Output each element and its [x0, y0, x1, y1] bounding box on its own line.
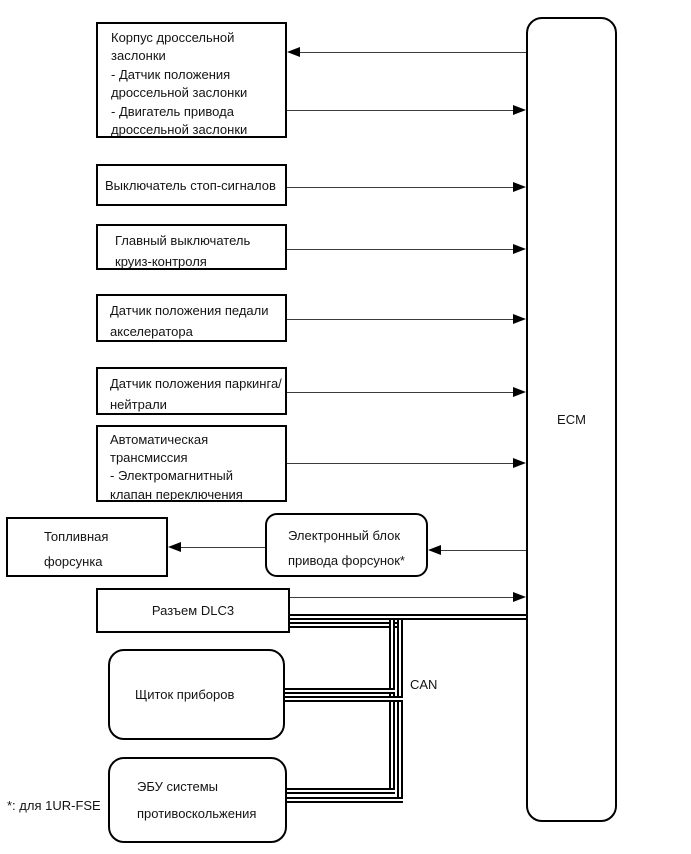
fuel-injector-box: Топливная форсунка: [6, 517, 168, 577]
accel-pedal-sensor-box: Датчик положения педали акселератора: [96, 294, 287, 342]
cruise-switch-box: Главный выключатель круиз-контроля: [96, 224, 287, 270]
box-line: дроссельной заслонки: [111, 122, 248, 138]
line-ecm-to-throttle: [300, 52, 526, 53]
line-cruise-to-ecm: [287, 249, 513, 250]
line-throttle-to-ecm: [287, 110, 513, 111]
arrowhead-right-icon: [513, 182, 526, 192]
box-line: акселератора: [110, 324, 193, 339]
park-neutral-sensor-box: Датчик положения паркинга/ нейтрали: [96, 367, 287, 415]
line-ecm-to-driver: [441, 550, 526, 551]
dlc3-connector-box: Разъем DLC3: [96, 588, 290, 633]
box-line: - Датчик положения: [111, 66, 231, 82]
arrowhead-left-icon: [287, 47, 300, 57]
box-line: Электронный блок: [288, 528, 401, 543]
box-line: трансмиссия: [110, 450, 188, 466]
instrument-panel-box: Щиток приборов: [108, 649, 285, 740]
arrowhead-right-icon: [513, 244, 526, 254]
skid-control-ecu-box: ЭБУ системы противоскольжения: [108, 757, 287, 843]
box-line: противоскольжения: [137, 806, 257, 821]
can-bus-upper-main: [290, 614, 526, 620]
line-stoplight-to-ecm: [287, 187, 513, 188]
box-line: Разъем DLC3: [151, 603, 235, 618]
stop-light-switch-box: Выключатель стоп-сигналов: [96, 164, 287, 206]
can-bus-vertical-right: [397, 619, 403, 803]
can-stub-panel-upper: [285, 688, 395, 694]
can-stub-skid-upper: [285, 788, 395, 794]
box-line: круиз-контроля: [115, 254, 207, 269]
arrowhead-right-icon: [513, 458, 526, 468]
box-line: - Электромагнитный: [110, 468, 234, 484]
box-line: Топливная: [44, 529, 109, 544]
box-line: Выключатель стоп-сигналов: [105, 177, 276, 193]
box-line: Корпус дроссельной: [111, 30, 235, 45]
line-dlc3-to-ecm: [290, 597, 513, 598]
can-stub-panel-lower: [285, 696, 403, 702]
throttle-body-box: Корпус дроссельной заслонки - Датчик пол…: [96, 22, 287, 138]
box-line: привода форсунок*: [288, 553, 405, 568]
line-driver-to-injector: [181, 547, 265, 548]
injector-driver-box: Электронный блок привода форсунок*: [265, 513, 428, 577]
arrowhead-right-icon: [513, 105, 526, 115]
ecm-label: ECM: [557, 412, 586, 427]
box-line: Датчик положения педали: [110, 303, 269, 318]
box-line: Щиток приборов: [135, 687, 235, 702]
can-bus-vertical-left: [389, 619, 395, 794]
arrowhead-right-icon: [513, 387, 526, 397]
line-parkneutral-to-ecm: [287, 392, 513, 393]
box-line: дроссельной заслонки: [111, 85, 248, 101]
box-line: клапан переключения: [110, 486, 243, 502]
footnote: *: для 1UR-FSE: [7, 798, 101, 813]
box-line: нейтрали: [110, 397, 167, 412]
auto-transmission-box: Автоматическая трансмиссия - Электромагн…: [96, 425, 287, 502]
box-line: Главный выключатель: [115, 233, 251, 248]
ecm-box: ECM: [526, 17, 617, 822]
can-stub-skid-lower: [285, 797, 403, 803]
box-line: - Двигатель привода: [111, 103, 234, 119]
arrowhead-right-icon: [513, 314, 526, 324]
arrowhead-left-icon: [168, 542, 181, 552]
box-line: Автоматическая: [110, 432, 209, 447]
line-accel-to-ecm: [287, 319, 513, 320]
line-autotrans-to-ecm: [287, 463, 513, 464]
box-line: ЭБУ системы: [137, 779, 219, 794]
arrowhead-right-icon: [513, 592, 526, 602]
can-bus-lower-main: [290, 622, 403, 628]
can-label: CAN: [410, 677, 438, 692]
box-line: заслонки: [111, 48, 166, 64]
box-line: Датчик положения паркинга/: [110, 376, 282, 391]
box-line: форсунка: [44, 554, 103, 569]
arrowhead-left-icon: [428, 545, 441, 555]
